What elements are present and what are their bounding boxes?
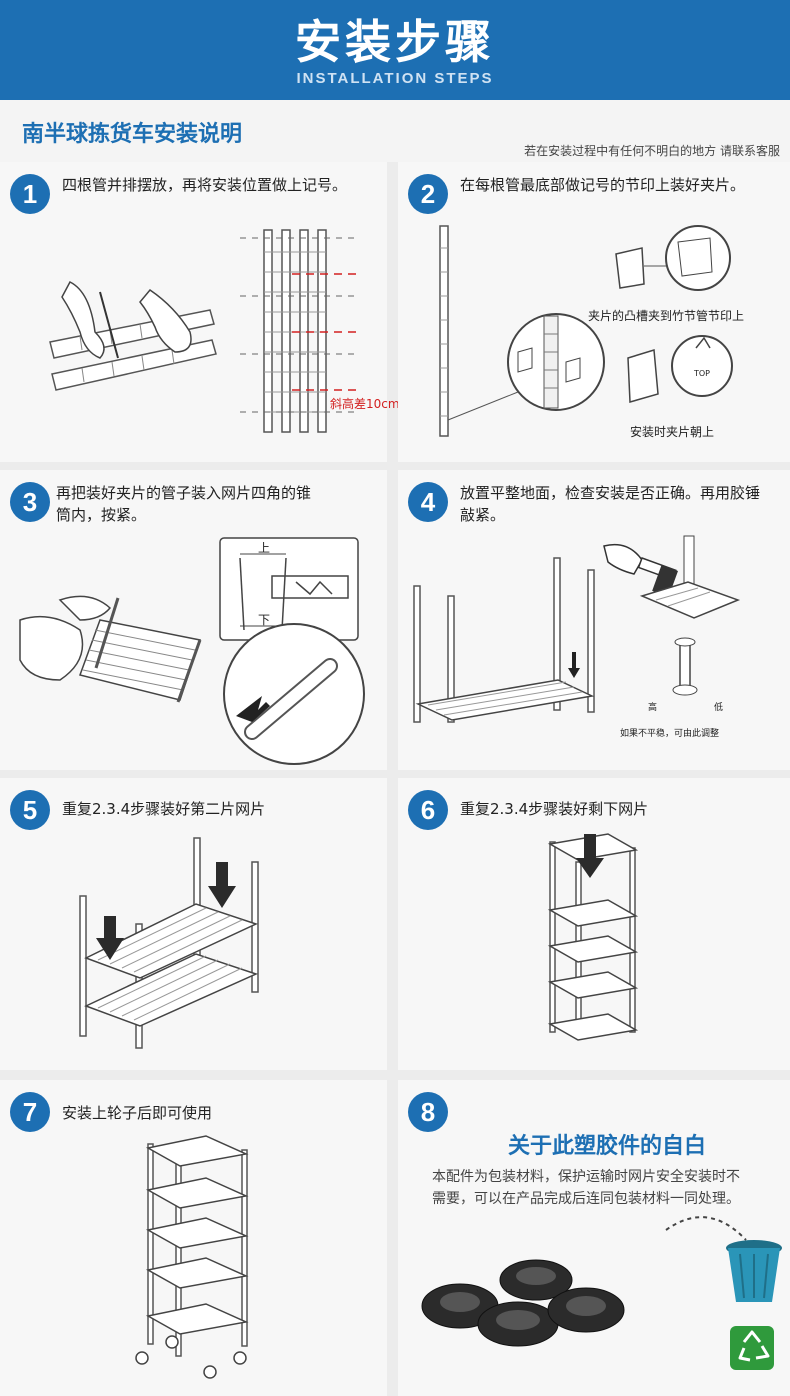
step-8-title: 关于此塑胶件的自白 xyxy=(508,1134,707,1159)
step-8-illustration xyxy=(421,1216,782,1370)
adjust-label: 如果不平稳，可由此调整 xyxy=(620,727,719,739)
arrow-icon xyxy=(236,696,270,722)
step-text: 四根管并排摆放，再将安装位置做上记号。 xyxy=(62,176,348,194)
hand-icon xyxy=(19,595,112,681)
banner: 安装步骤 INSTALLATION STEPS xyxy=(0,0,790,100)
lower-label: 下 xyxy=(258,613,270,627)
arrow-down-icon xyxy=(568,652,580,678)
step-4-panel: 4 放置平整地面，检查安装是否正确。再用胶锤敲紧。 高 低 如果不平稳，可由此调… xyxy=(398,470,790,770)
step-text: 重复2.3.4步骤装好剩下网片 xyxy=(460,800,649,818)
page-title: 南半球拣货车安装说明 xyxy=(22,122,243,147)
step-number: 7 xyxy=(10,1092,50,1132)
trash-bin-icon xyxy=(726,1240,782,1302)
step-7-panel: 7 安装上轮子后即可使用 xyxy=(0,1080,387,1396)
step-number: 8 xyxy=(408,1092,448,1132)
step-number: 1 xyxy=(10,174,50,214)
step-3-illustration: 上 下 xyxy=(19,537,365,765)
step-3-panel: 3 再把装好夹片的管子装入网片四角的锥筒内，按紧。 上 下 xyxy=(0,470,387,770)
step-number: 3 xyxy=(10,482,50,522)
step-text: 重复2.3.4步骤装好第二片网片 xyxy=(62,800,266,818)
step-6-illustration xyxy=(547,833,639,1041)
arrow-down-icon xyxy=(96,916,124,960)
low-label: 低 xyxy=(714,701,723,713)
step-text: 再把装好夹片的管子装入网片四角的锥筒内，按紧。 xyxy=(56,484,312,524)
hand-icon xyxy=(61,281,192,359)
recycle-icon xyxy=(730,1326,774,1370)
step-number: 5 xyxy=(10,790,50,830)
high-label: 高 xyxy=(648,701,657,713)
step-5-illustration xyxy=(79,837,259,1049)
step-number: 2 xyxy=(408,174,448,214)
step-text: 安装上轮子后即可使用 xyxy=(62,1104,213,1122)
step-6-panel: 6 重复2.3.4步骤装好剩下网片 xyxy=(398,778,790,1070)
arrow-down-icon xyxy=(208,862,236,908)
height-diff-label: 斜高差10cm xyxy=(330,396,400,411)
step-8-panel: 8 关于此塑胶件的自白 本配件为包装材料，保护运输时网片安全安装时不需要，可以在… xyxy=(398,1080,790,1396)
step-2-panel: 2 在每根管最底部做记号的节印上装好夹片。 夹片的凸槽夹到竹节管节印上 TOP … xyxy=(398,162,790,462)
banner-title: 安装步骤 xyxy=(295,15,495,69)
clip-fit-label: 夹片的凸槽夹到竹节管节印上 xyxy=(588,308,744,323)
clip-up-label: 安装时夹片朝上 xyxy=(630,424,714,439)
step-1-illustration: 斜高差10cm xyxy=(49,229,400,433)
page-note: 若在安装过程中有任何不明白的地方 请联系客服 xyxy=(524,144,780,158)
step-4-illustration: 高 低 如果不平稳，可由此调整 xyxy=(413,535,741,739)
step-text: 放置平整地面，检查安装是否正确。再用胶锤敲紧。 xyxy=(460,484,761,524)
page-header: 南半球拣货车安装说明 若在安装过程中有任何不明白的地方 请联系客服 xyxy=(0,100,790,162)
upper-label: 上 xyxy=(258,541,270,555)
banner-subtitle: INSTALLATION STEPS xyxy=(296,70,494,87)
step-5-panel: 5 重复2.3.4步骤装好第二片网片 xyxy=(0,778,387,1070)
top-label: TOP xyxy=(693,369,710,378)
step-7-illustration xyxy=(135,1135,249,1379)
step-text: 在每根管最底部做记号的节印上装好夹片。 xyxy=(460,176,746,194)
step-1-panel: 1 四根管并排摆放，再将安装位置做上记号。 xyxy=(0,162,400,462)
arrow-down-icon xyxy=(576,834,604,878)
step-number: 4 xyxy=(408,482,448,522)
step-8-body: 本配件为包装材料，保护运输时网片安全安装时不需要，可以在产品完成后连同包装材料一… xyxy=(432,1169,740,1207)
step-number: 6 xyxy=(408,790,448,830)
step-2-illustration: 夹片的凸槽夹到竹节管节印上 TOP 安装时夹片朝上 xyxy=(439,225,744,439)
